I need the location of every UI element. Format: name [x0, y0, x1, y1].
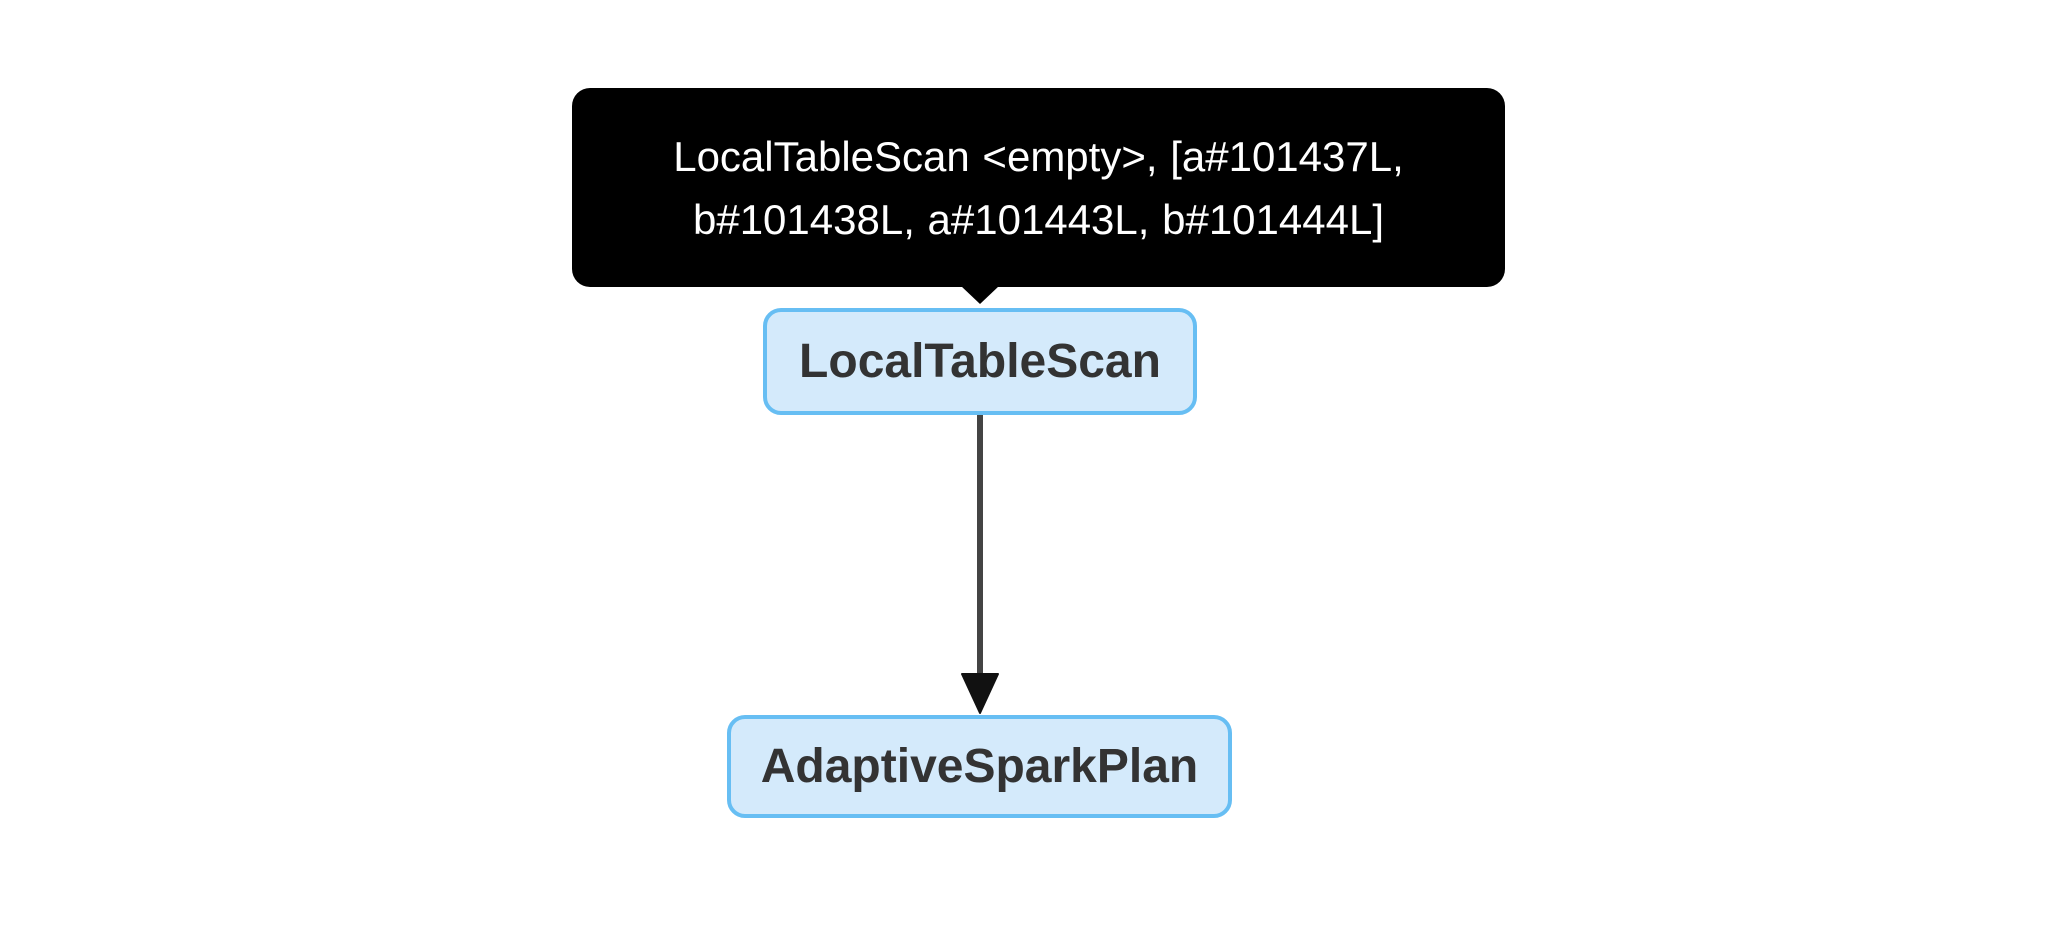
- plan-node-localtablescan[interactable]: LocalTableScan: [763, 308, 1197, 415]
- tooltip-text: LocalTableScan <empty>, [a#101437L, b#10…: [673, 132, 1404, 243]
- plan-node-label: AdaptiveSparkPlan: [760, 740, 1199, 793]
- arrowhead-icon: [961, 673, 999, 714]
- tooltip-pointer-icon: [961, 286, 999, 304]
- edge-arrow: [961, 415, 999, 714]
- plan-node-adaptivesparkplan[interactable]: AdaptiveSparkPlan: [727, 715, 1232, 818]
- plan-node-label: LocalTableScan: [799, 335, 1161, 388]
- node-tooltip: LocalTableScan <empty>, [a#101437L, b#10…: [572, 88, 1505, 287]
